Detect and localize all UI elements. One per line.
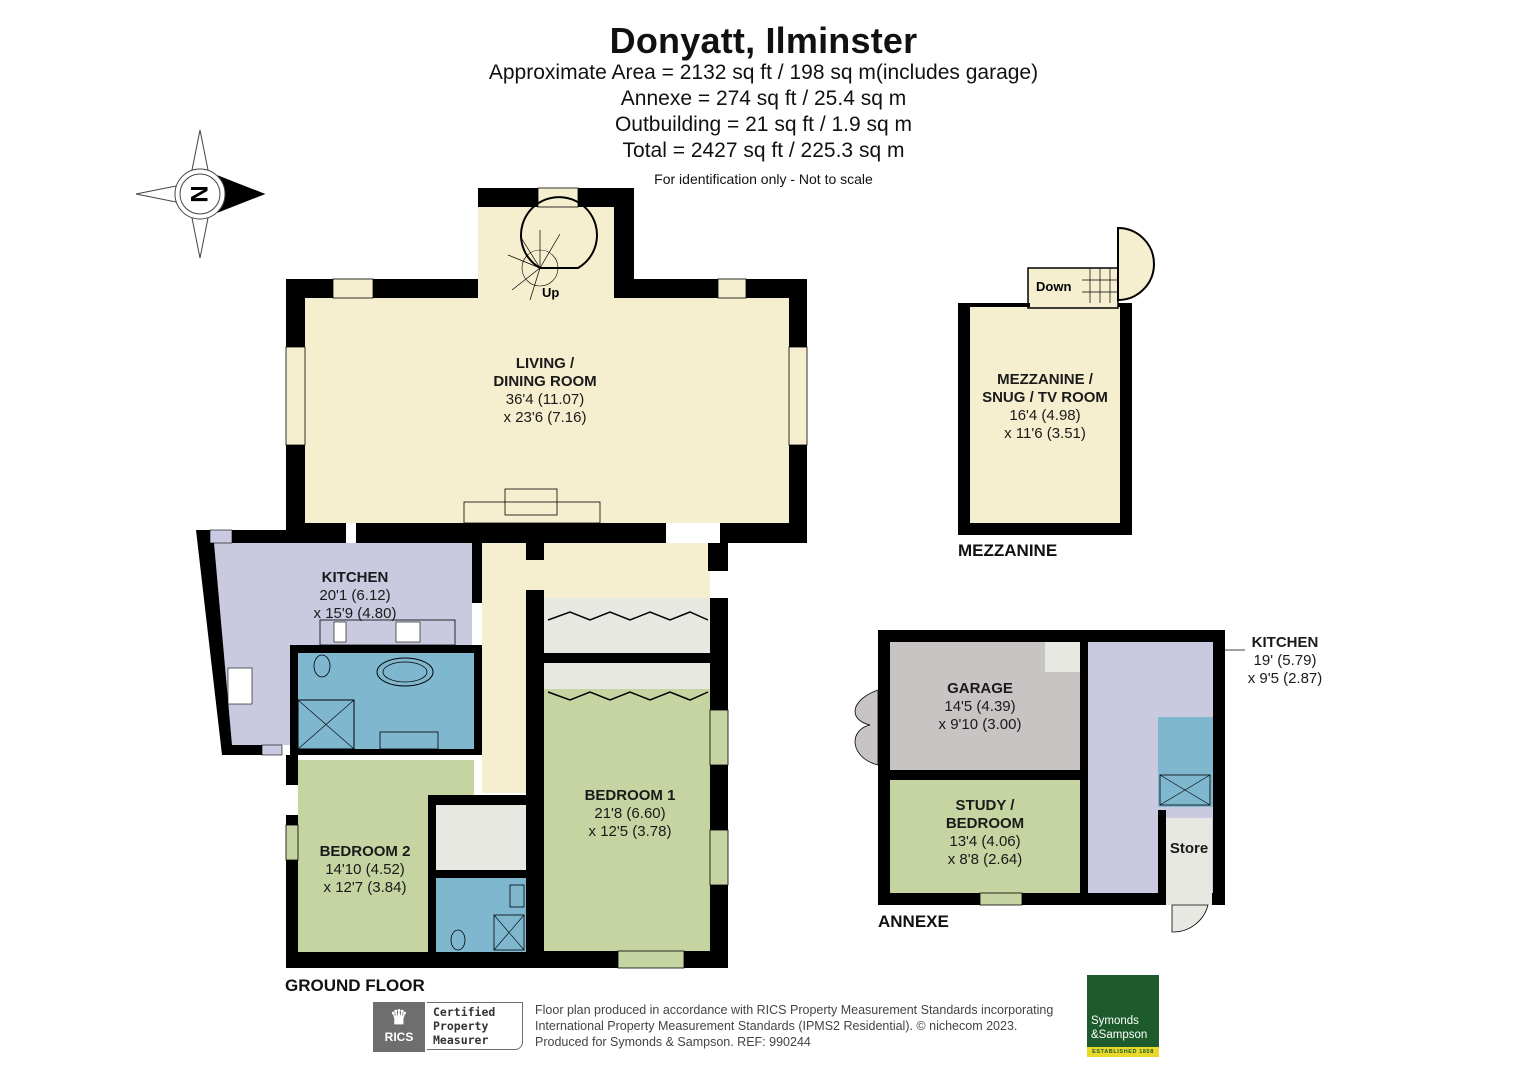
en-suite — [436, 805, 526, 952]
study-label: STUDY / BEDROOM 13'4 (4.06) x 8'8 (2.64) — [945, 797, 1025, 868]
bedroom-1 — [526, 689, 729, 969]
approx-area: Approximate Area = 2132 sq ft / 198 sq m… — [488, 61, 1039, 84]
living-dining-room: Up — [285, 187, 808, 543]
total-area: Total = 2427 sq ft / 225.3 sq m — [622, 139, 905, 162]
kitchen-label: KITCHEN 20'1 (6.12) x 15'9 (4.80) — [313, 569, 397, 622]
annexe-kitchen-label: KITCHEN 19' (5.79) x 9'5 (2.87) — [1247, 634, 1323, 687]
store-label: Store — [1169, 840, 1209, 857]
annexe-floor-label: ANNEXE — [878, 912, 949, 931]
annexe-area: Annexe = 274 sq ft / 25.4 sq m — [620, 87, 907, 110]
rics-certified-text: Certified Property Measurer — [427, 1002, 523, 1050]
stairs-down-label: Down — [1036, 279, 1071, 294]
stairs-up-label: Up — [542, 285, 559, 300]
mezzanine-room: Down — [958, 226, 1155, 535]
living-room-label: LIVING / DINING ROOM 36'4 (11.07) x 23'6… — [493, 355, 597, 426]
bedroom2-label: BEDROOM 2 14'10 (4.52) x 12'7 (3.84) — [319, 843, 411, 896]
kitchen-room — [196, 529, 482, 756]
bathroom — [290, 645, 482, 755]
ground-floor-label: GROUND FLOOR — [285, 976, 425, 995]
svg-text:N: N — [185, 185, 212, 202]
wardrobes — [544, 598, 710, 689]
measurement-footnote: Floor plan produced in accordance with R… — [535, 1003, 1054, 1049]
rics-certified-badge: ♛ RICS Certified Property Measurer — [373, 1002, 525, 1052]
rics-logo: ♛ RICS — [373, 1002, 425, 1052]
disclaimer: For identification only - Not to scale — [654, 171, 873, 187]
garage-label: GARAGE 14'5 (4.39) x 9'10 (3.00) — [938, 680, 1022, 733]
annexe-building — [854, 630, 1245, 933]
bedroom-2 — [285, 755, 526, 968]
compass-north-east-icon: N — [135, 129, 266, 259]
outbuilding-area: Outbuilding = 21 sq ft / 1.9 sq m — [614, 113, 913, 136]
lion-icon: ♛ — [390, 1007, 408, 1029]
plan-title: Donyatt, Ilminster — [609, 20, 918, 61]
symonds-sampson-logo: Symonds &Sampson ESTABLISHED 1858 — [1087, 975, 1159, 1057]
mezzanine-floor-label: MEZZANINE — [958, 541, 1058, 560]
bedroom1-label: BEDROOM 1 21'8 (6.60) x 12'5 (3.78) — [584, 787, 676, 840]
mezzanine-label: MEZZANINE / SNUG / TV ROOM 16'4 (4.98) x… — [982, 371, 1108, 442]
